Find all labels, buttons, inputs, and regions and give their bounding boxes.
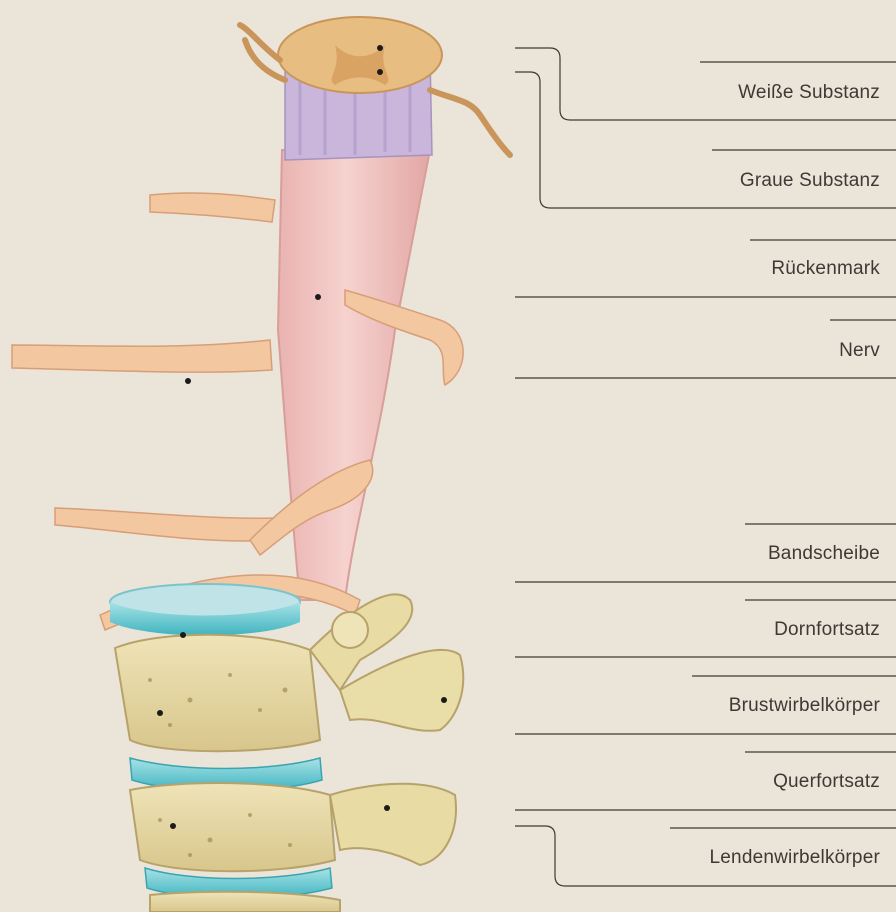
label-lendenwirbelkoerper: Lendenwirbelkörper xyxy=(710,847,880,869)
cord-top xyxy=(278,17,442,160)
label-brustwirbelkoerper: Brustwirbelkörper xyxy=(729,695,880,717)
label-dornfortsatz: Dornfortsatz xyxy=(774,619,880,641)
vertebra-bottom xyxy=(150,892,340,912)
label-nerv: Nerv xyxy=(839,340,880,362)
label-bandscheibe: Bandscheibe xyxy=(768,543,880,565)
spinal-cord xyxy=(278,150,430,600)
cord-cross-section xyxy=(278,17,442,93)
vertebra-lumbar xyxy=(130,783,456,871)
label-querfortsatz: Querfortsatz xyxy=(773,771,880,793)
disc-upper xyxy=(110,584,300,636)
nerve-roots-left xyxy=(12,193,278,541)
label-weisse-substanz: Weiße Substanz xyxy=(738,82,880,104)
label-rueckenmark: Rückenmark xyxy=(771,258,880,280)
label-graue-substanz: Graue Substanz xyxy=(740,170,880,192)
